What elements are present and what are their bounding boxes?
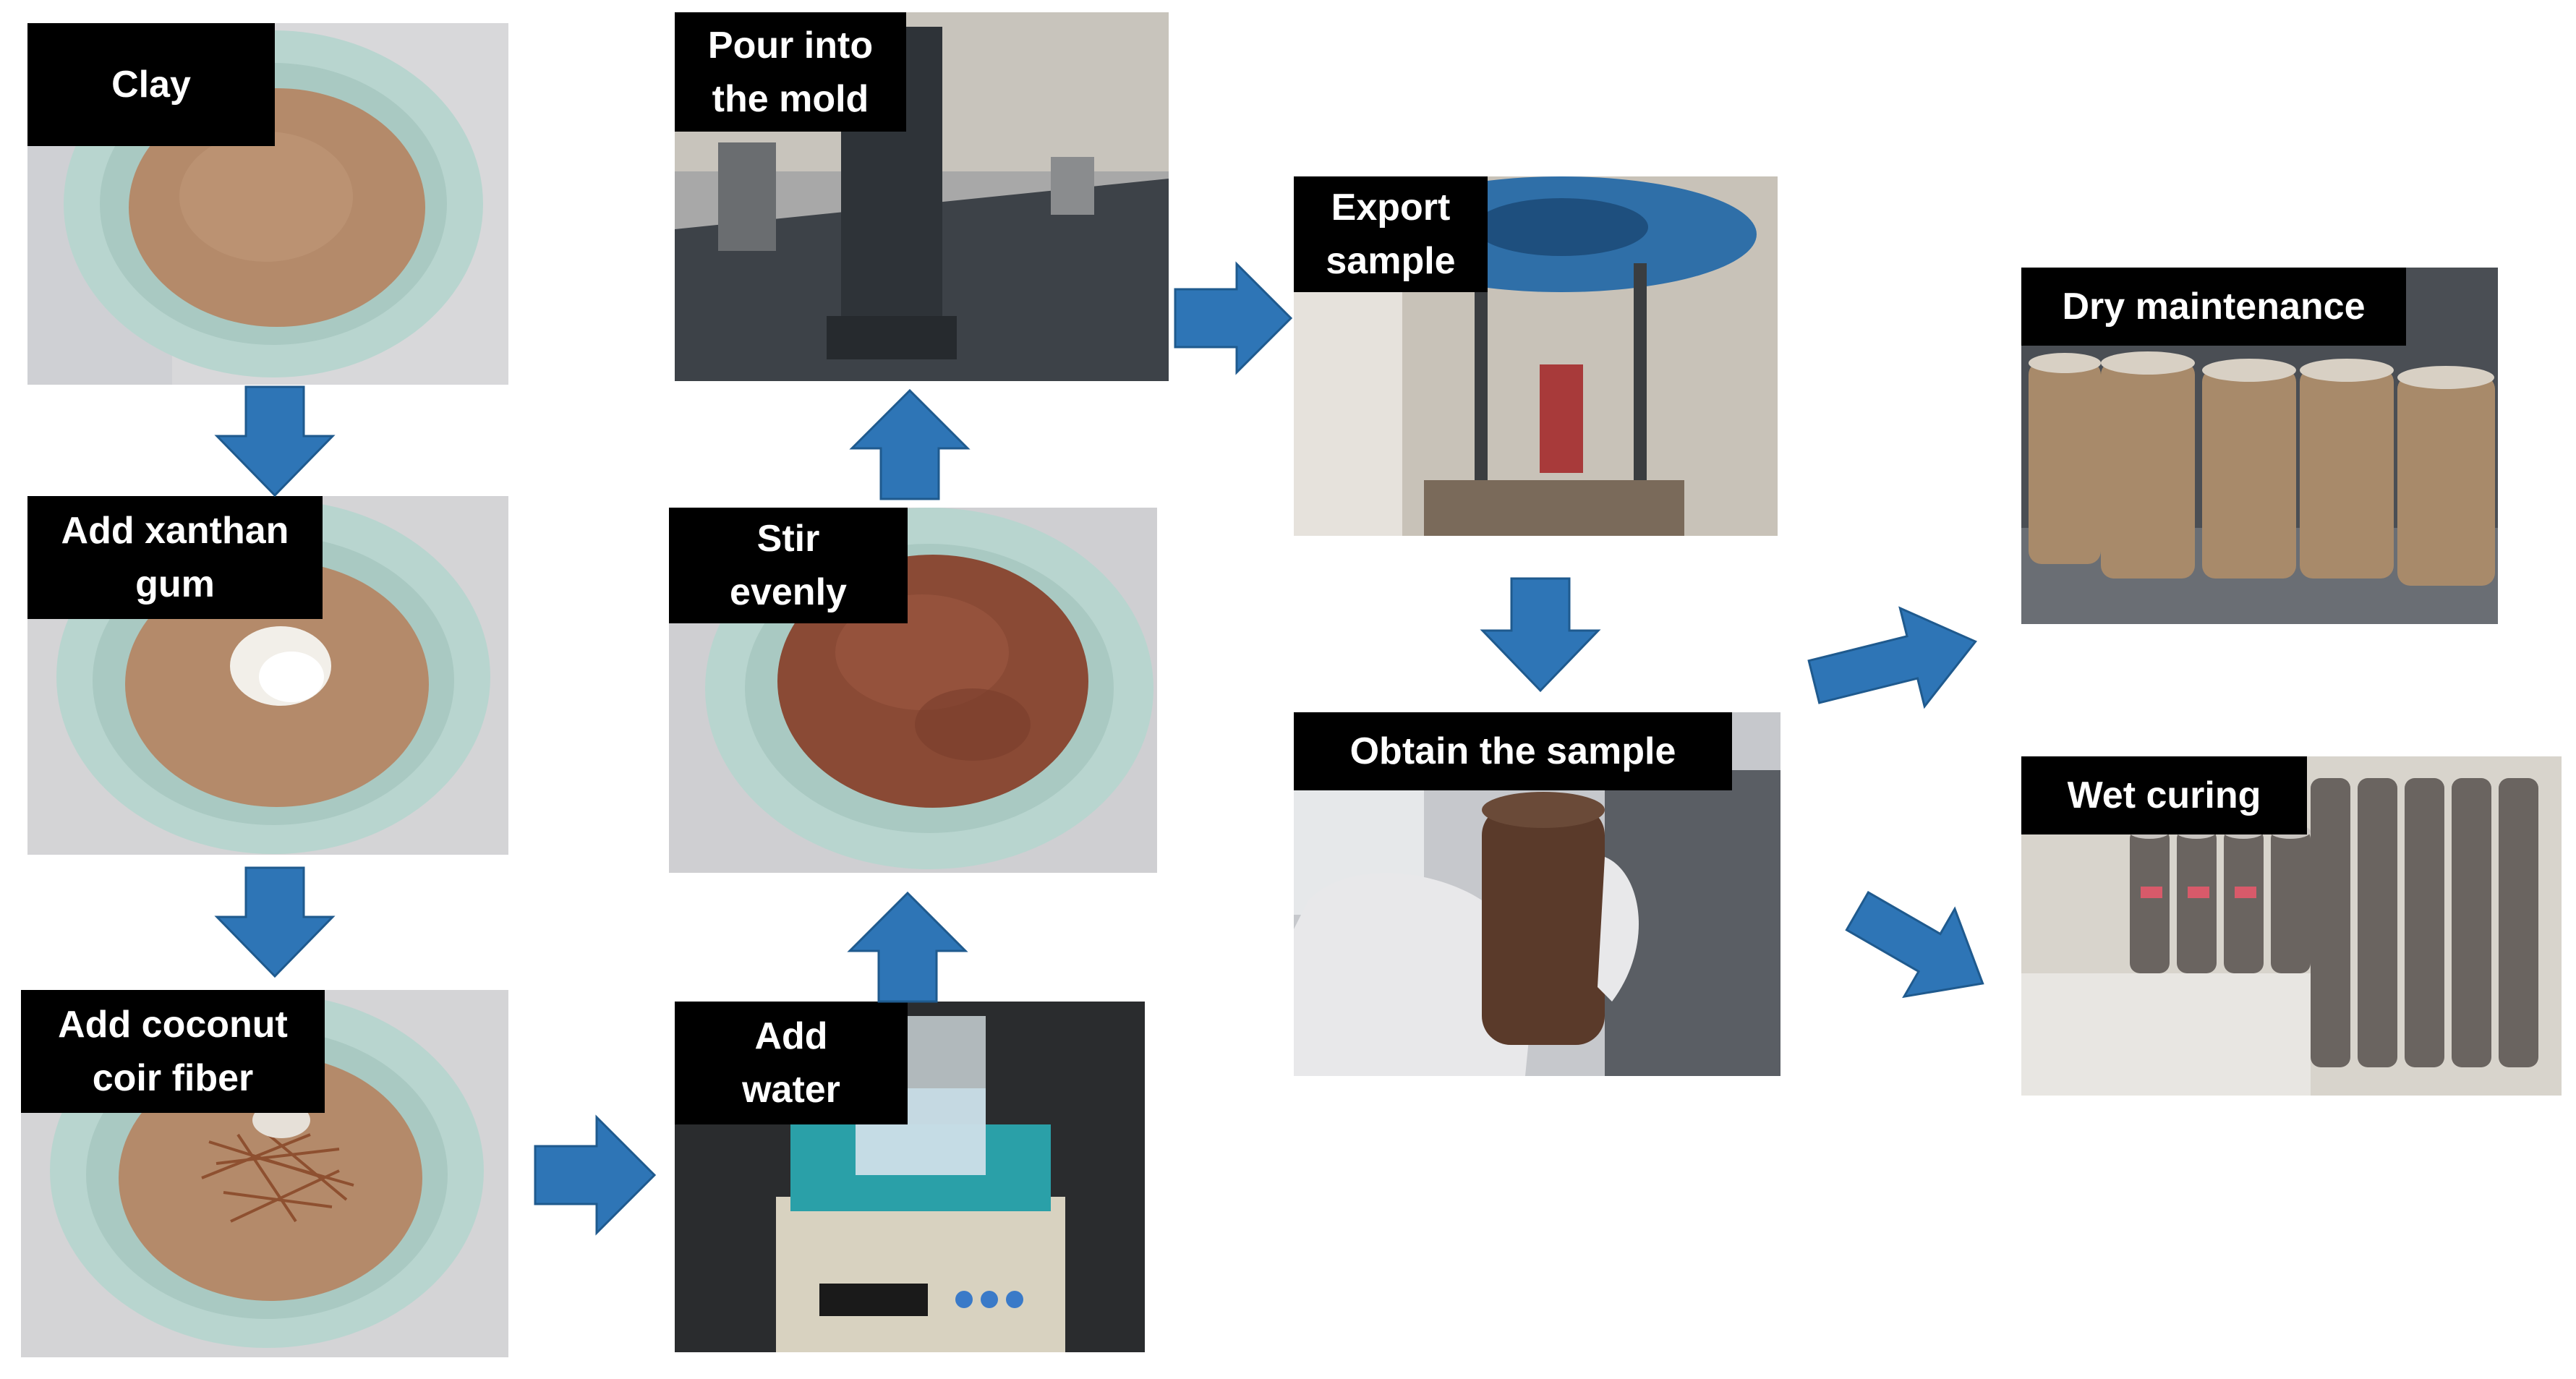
step-label: Add coconut coir fiber — [21, 990, 325, 1113]
arrow-down-icon — [1480, 577, 1601, 693]
step-label: Stir evenly — [669, 508, 908, 623]
arrow-right-icon — [1174, 261, 1293, 375]
step-label: Export sample — [1294, 176, 1488, 292]
photo-dry-samples-row-icon — [2021, 268, 2498, 624]
arrow-down-icon — [214, 385, 336, 498]
step-label: Dry maintenance — [2021, 268, 2406, 346]
arrow-up-right-icon — [1807, 606, 1977, 709]
arrow-up-icon — [847, 891, 968, 1003]
step-dry-maintenance: Dry maintenance — [2021, 268, 2498, 624]
photo-beaker-on-scale-icon — [675, 1002, 1145, 1352]
step-label: Obtain the sample — [1294, 712, 1732, 790]
step-label: Add xanthan gum — [27, 496, 323, 619]
step-clay: Clay — [27, 23, 508, 385]
step-add-coconut-coir-fiber: Add coconut coir fiber — [21, 990, 508, 1357]
step-label: Clay — [27, 23, 275, 146]
step-add-water: Add water — [675, 1002, 1145, 1352]
photo-bowl-with-coir-fiber-icon — [21, 990, 508, 1357]
arrow-down-icon — [214, 866, 336, 978]
step-wet-curing: Wet curing — [2021, 756, 2562, 1096]
step-label: Add water — [675, 1002, 908, 1124]
step-export-sample: Export sample — [1294, 176, 1778, 536]
step-pour-into-the-mold: Pour into the mold — [675, 12, 1169, 381]
photo-cylindrical-mold-icon — [675, 12, 1169, 381]
step-label: Wet curing — [2021, 756, 2307, 834]
arrow-down-right-icon — [1845, 890, 1984, 999]
arrow-up-icon — [849, 388, 971, 500]
step-stir-evenly: Stir evenly — [669, 508, 1157, 873]
step-add-xanthan-gum: Add xanthan gum — [27, 496, 508, 855]
step-obtain-the-sample: Obtain the sample — [1294, 712, 1780, 1076]
arrow-right-icon — [534, 1114, 657, 1236]
step-label: Pour into the mold — [675, 12, 906, 132]
